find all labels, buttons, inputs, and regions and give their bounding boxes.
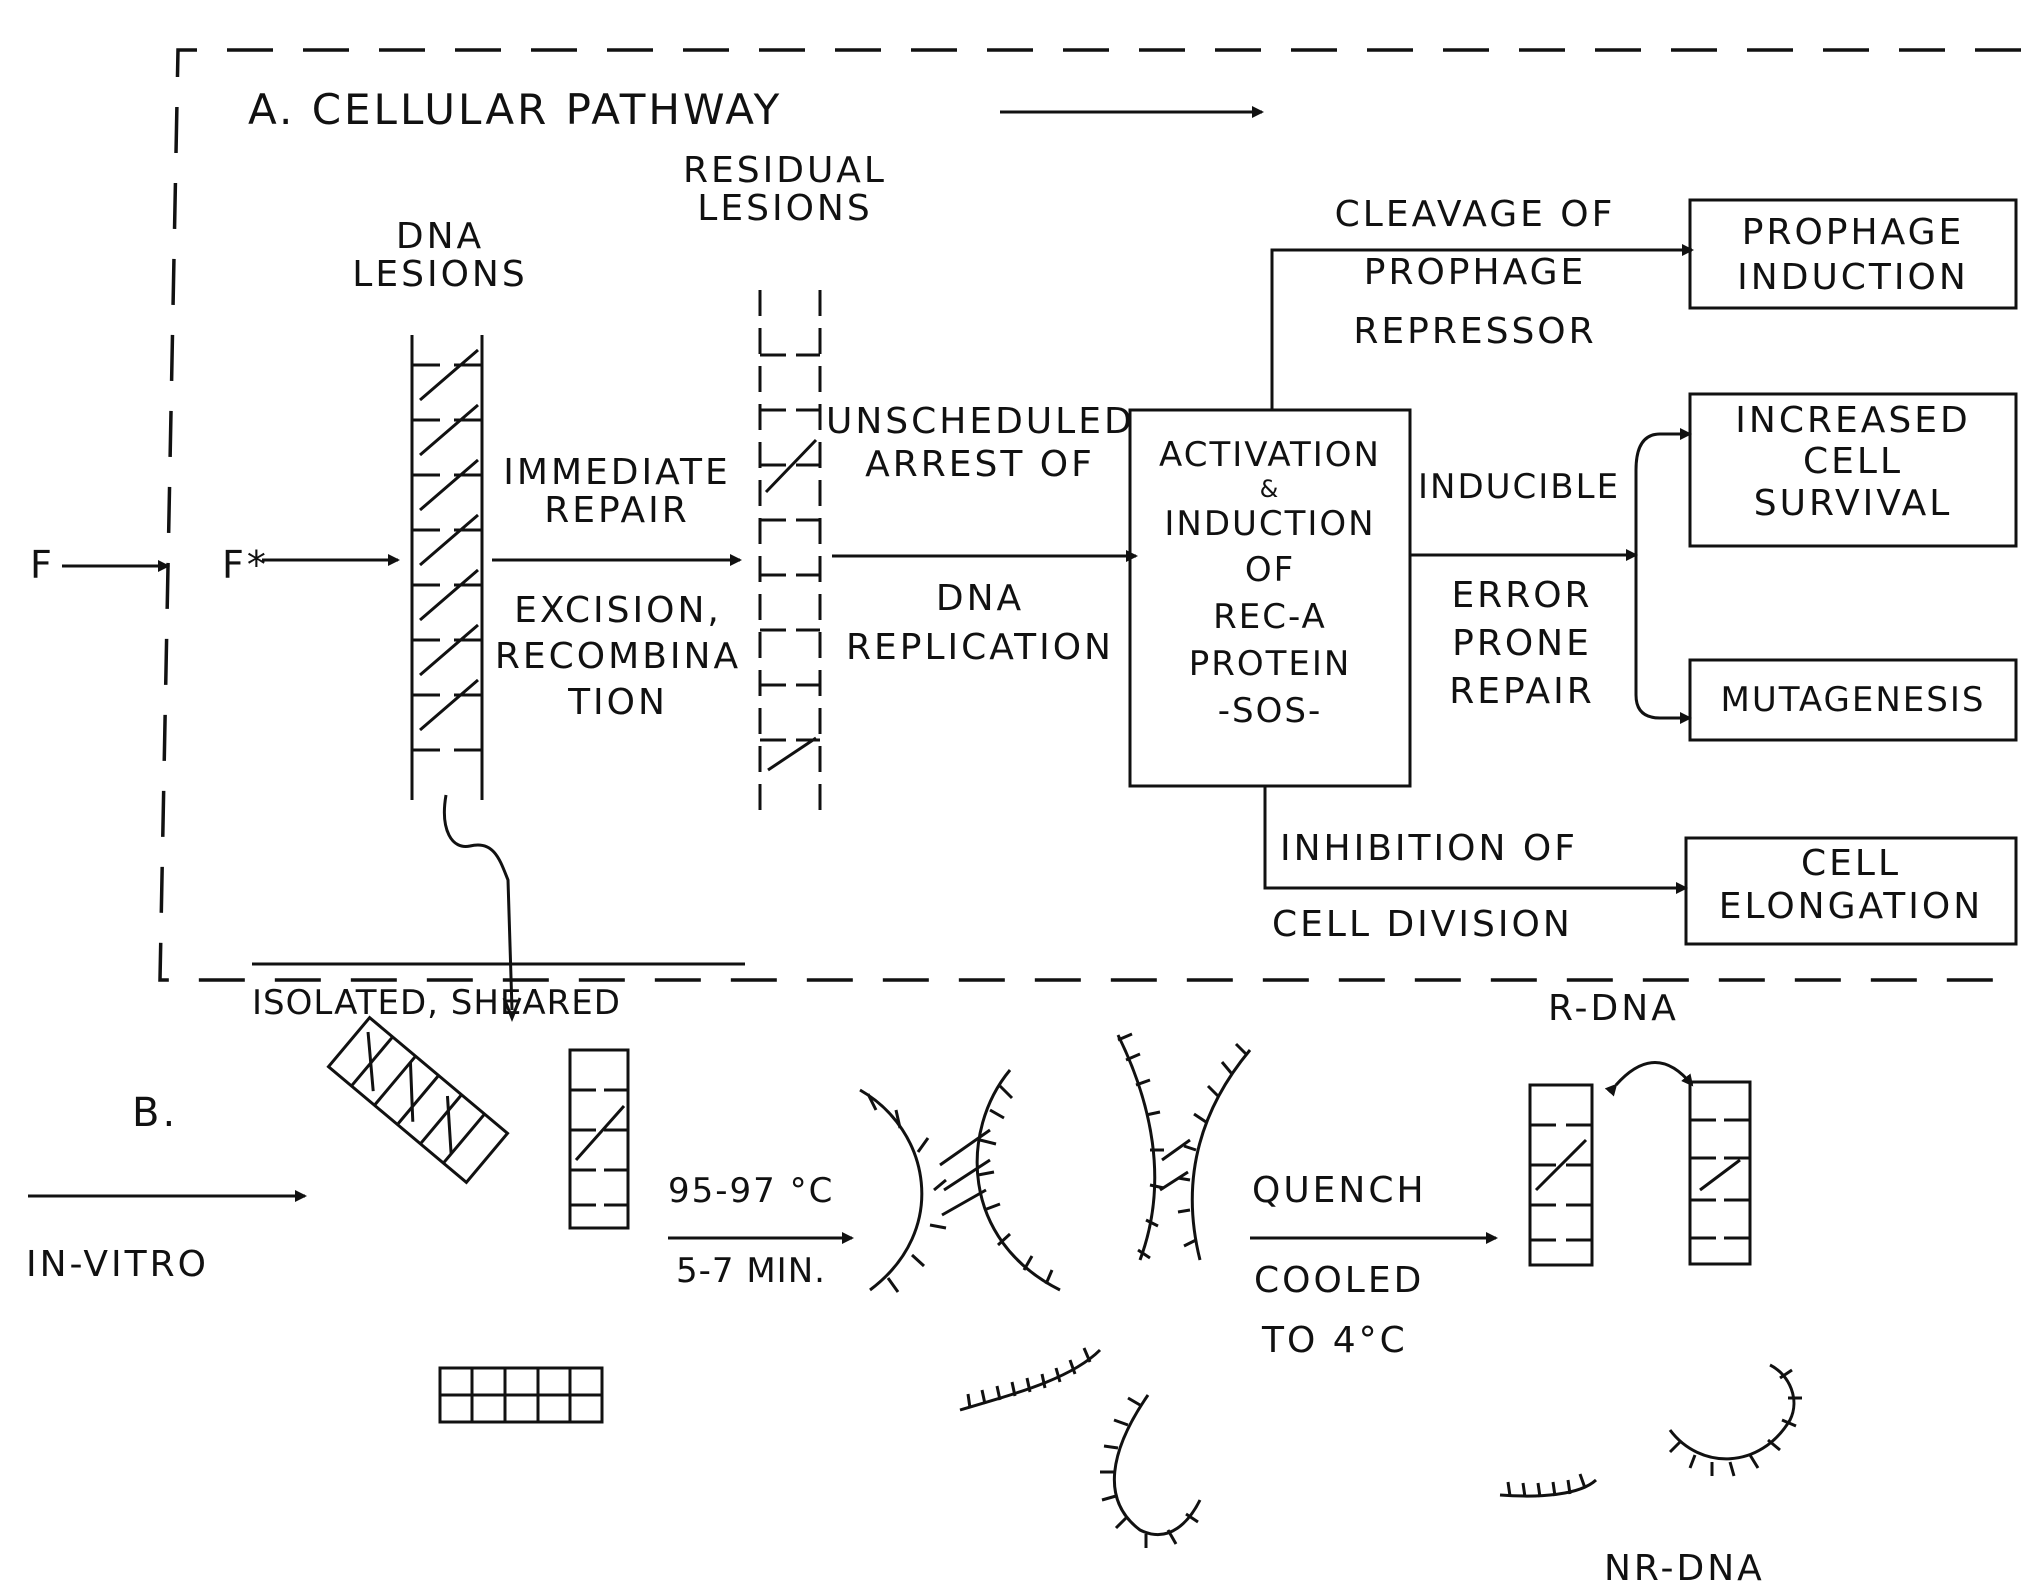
cell-survival-label: INCREASED CELL SURVIVAL [1690, 400, 2016, 524]
denatured-strands-2 [1118, 1034, 1250, 1260]
r-dna-double-arrow [1616, 1063, 1692, 1086]
residual-lesions-ladder [760, 290, 820, 820]
nr-dna-label: NR-DNA [1604, 1550, 1765, 1588]
survival-arrow [1636, 434, 1690, 470]
tilted-fragment [328, 1018, 507, 1183]
r-dna-label: R-DNA [1548, 990, 1679, 1028]
isolated-sheared-label: ISOLATED, SHEARED [252, 986, 621, 1022]
heating-temperature-label: 95-97 °C [668, 1174, 834, 1210]
sos-box-label: ACTIVATION & INDUCTION OF REC-A PROTEIN … [1130, 432, 1410, 735]
input-f-star-label: F* [222, 546, 269, 586]
residual-lesions-label: RESIDUAL LESIONS [665, 152, 905, 228]
in-vitro-label: IN-VITRO [26, 1246, 209, 1284]
inducible-label: INDUCIBLE [1418, 470, 1620, 506]
cooled-label: COOLED [1254, 1262, 1424, 1300]
prophage-induction-label: PROPHAGE INDUCTION [1690, 210, 2016, 300]
section-b-title: B. [132, 1092, 178, 1134]
dna-replication-label: DNA REPLICATION [826, 575, 1134, 672]
immediate-repair-label: IMMEDIATE REPAIR [487, 454, 747, 530]
single-strand-1 [960, 1348, 1100, 1410]
single-strand-3 [1500, 1474, 1596, 1497]
renatured-duplex-1 [1530, 1085, 1592, 1265]
input-f-label: F [30, 546, 55, 586]
quench-label: QUENCH [1252, 1172, 1427, 1210]
mutagenesis-arrow [1636, 695, 1690, 718]
excision-recombination-label: EXCISION, RECOMBINA TION [486, 588, 750, 726]
cooled-temperature-label: TO 4°C [1262, 1322, 1408, 1360]
denatured-strands-1 [860, 1070, 1060, 1292]
mutagenesis-label: MUTAGENESIS [1690, 679, 2016, 722]
renatured-duplex-2 [1690, 1082, 1750, 1264]
unscheduled-arrest-label: UNSCHEDULED ARREST OF [826, 400, 1134, 486]
single-strand-2 [1100, 1395, 1200, 1548]
isolation-squiggle [444, 795, 512, 1010]
inhibition-label-line1: INHIBITION OF [1280, 830, 1578, 868]
heating-time-label: 5-7 MIN. [676, 1254, 826, 1290]
error-prone-repair-label: ERROR PRONE REPAIR [1416, 572, 1628, 717]
cleavage-label: CLEAVAGE OF PROPHAGE REPRESSOR [1290, 186, 1660, 361]
dna-lesions-label: DNA LESIONS [340, 218, 540, 294]
cell-elongation-label: CELL ELONGATION [1686, 842, 2016, 928]
inhibition-label-line2: CELL DIVISION [1272, 906, 1573, 944]
vertical-fragment [570, 1050, 628, 1228]
dna-lesions-ladder [412, 335, 482, 800]
section-a-title: A. CELLULAR PATHWAY [248, 88, 782, 132]
horizontal-fragment [440, 1368, 602, 1422]
single-strand-4 [1670, 1365, 1802, 1476]
